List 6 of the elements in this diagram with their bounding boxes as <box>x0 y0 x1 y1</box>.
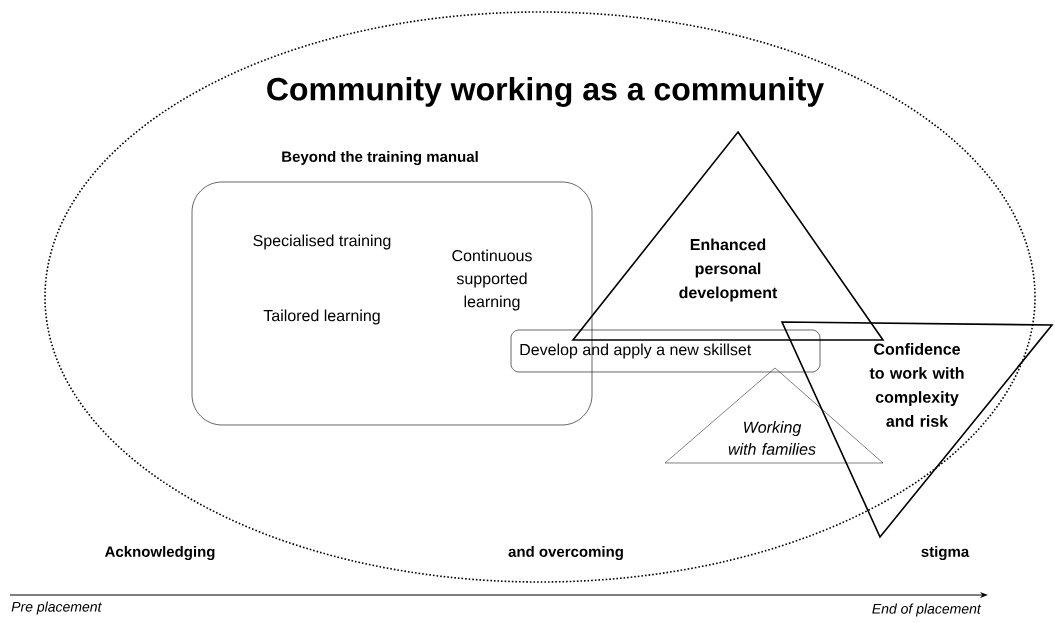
stage-label: End of placement <box>872 603 982 617</box>
node-label: Beyond the training manual <box>282 150 478 166</box>
stage-label: and overcoming <box>508 545 623 560</box>
stage-label: Pre placement <box>11 601 102 615</box>
rounded-box: Develop and apply a new skillset <box>510 329 821 373</box>
stage-label: Acknowledging <box>104 545 215 560</box>
